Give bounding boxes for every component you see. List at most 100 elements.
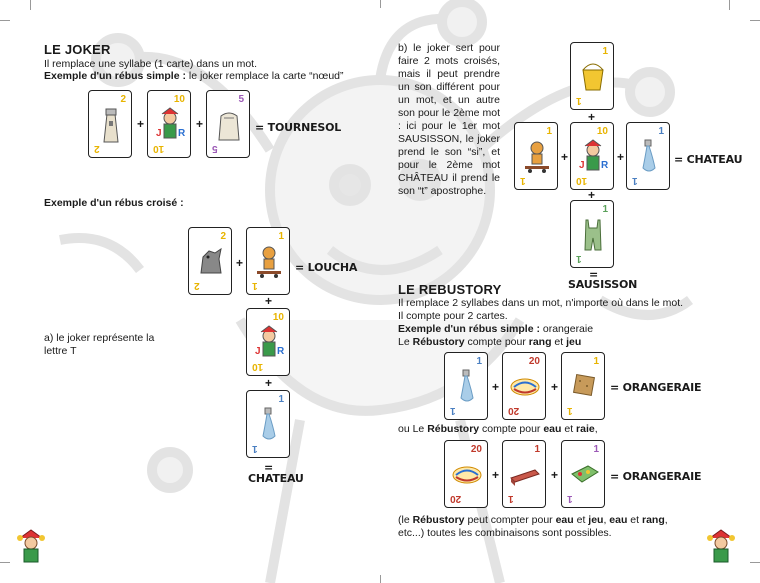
crop-mark <box>380 0 381 8</box>
card-game-board: 1 1 <box>561 440 605 508</box>
example2-result: = ORANGERAIE <box>610 381 702 394</box>
text-run: eau <box>609 514 628 526</box>
cat-skateboard-icon <box>525 141 549 173</box>
rebustory-logo-icon <box>452 466 482 484</box>
text-run: jeu <box>588 514 604 526</box>
text-run: Rébustory <box>412 514 465 526</box>
card-overalls: 1 1 <box>570 200 614 268</box>
card-joker: 10 10 J R <box>570 122 614 190</box>
card-number-inverted: 1 <box>520 175 526 186</box>
right-col-result-eq: = <box>589 268 599 281</box>
text-run: et <box>573 514 589 526</box>
text-run: jeu <box>566 336 582 348</box>
plus-sign: + <box>551 380 559 394</box>
card-sack: 5 5 <box>206 90 250 158</box>
card-cracker: 1 1 <box>561 352 605 420</box>
text-run: peut compter pour <box>464 514 556 526</box>
svg-text:J: J <box>156 128 162 139</box>
text-run: compte pour <box>479 423 544 435</box>
plus-sign: + <box>196 117 204 131</box>
card-joker: 10 10 J R <box>147 90 191 158</box>
text-run: rang <box>641 514 665 526</box>
row-of-seats-icon <box>510 469 540 486</box>
card-number: 20 <box>470 444 482 455</box>
rebustory-line3-bold: Exemple d'un rébus simple : <box>398 323 540 335</box>
example1-result: = TOURNESOL <box>255 121 342 134</box>
rebustory-title: LE REBUSTORY <box>398 282 502 297</box>
card-cat-skateboard: 1 1 <box>514 122 558 190</box>
crossed-col-result: CHATEAU <box>248 472 304 485</box>
sack-icon <box>218 112 240 141</box>
card-row-of-seats: 1 1 <box>502 440 546 508</box>
text-run: Rébustory <box>412 336 465 348</box>
water-icon <box>642 139 656 172</box>
joker-jester-icon: J R <box>156 107 186 139</box>
joker-line2: Exemple d'un rébus simple : le joker rem… <box>44 70 344 83</box>
text-run: eau <box>555 514 574 526</box>
text-run: Rébustory <box>427 423 480 435</box>
text-run: eau <box>543 423 562 435</box>
rebustory-line1: Il remplace 2 syllabes dans un mot, n'im… <box>398 297 684 309</box>
rebustory-line3: Exemple d'un rébus simple : orangeraie <box>398 323 593 336</box>
svg-text:R: R <box>277 346 285 357</box>
crop-mark <box>0 562 10 563</box>
final-line2: etc...) toutes les combinaisons sont pos… <box>398 527 612 539</box>
card-number: 5 <box>238 94 244 105</box>
card-water: 1 1 <box>246 390 290 458</box>
crop-mark <box>750 562 760 563</box>
joker-line2-bold: Exemple d'un rébus simple : <box>44 70 186 82</box>
rebustory-line3-rest: orangeraie <box>539 323 594 335</box>
card-wolf: 2 2 <box>188 227 232 295</box>
plus-sign: + <box>588 110 596 124</box>
joker-line2-rest: le joker remplace la carte “nœud” <box>185 70 344 82</box>
text-run: raie <box>576 423 595 435</box>
note-b: b) le joker sert pour faire 2 mots crois… <box>398 42 500 197</box>
rebustory-line2: Il compte pour 2 cartes. <box>398 310 508 322</box>
card-number-inverted: 1 <box>576 253 582 264</box>
wolf-icon <box>200 247 222 274</box>
card-rebustory: 20 20 <box>502 352 546 420</box>
example3-result: = ORANGERAIE <box>610 470 702 483</box>
crossed-row-result: = LOUCHA <box>295 261 358 274</box>
text-run: , <box>603 514 610 526</box>
bucket-icon <box>582 63 604 91</box>
card-number: 1 <box>593 444 599 455</box>
plus-sign: + <box>137 117 145 131</box>
card-number-inverted: 1 <box>252 443 258 454</box>
card-number: 1 <box>278 231 284 242</box>
text-run: compte pour <box>464 336 529 348</box>
card-number: 10 <box>272 312 284 323</box>
card-number: 1 <box>534 444 540 455</box>
crop-mark <box>0 20 10 21</box>
card-cat-skateboard: 1 1 <box>246 227 290 295</box>
crossed-example-title: Exemple d'un rébus croisé : <box>44 197 184 209</box>
card-number-inverted: 20 <box>508 405 520 416</box>
card-number: 2 <box>220 231 226 242</box>
card-rebustory: 20 20 <box>444 440 488 508</box>
text-run: et <box>561 423 577 435</box>
jester-corner-icon <box>707 529 735 563</box>
card-number-inverted: 20 <box>450 493 462 504</box>
crop-mark <box>750 20 760 21</box>
cracker-icon <box>572 373 596 397</box>
card-number: 1 <box>658 126 664 137</box>
text-run: ou Le <box>398 423 428 435</box>
text-run: , <box>664 514 668 526</box>
card-number-inverted: 10 <box>576 175 588 186</box>
water-icon <box>262 407 276 440</box>
text-run: rang <box>528 336 552 348</box>
plus-sign: + <box>265 376 273 390</box>
card-water: 1 1 <box>444 352 488 420</box>
crop-mark <box>729 0 730 10</box>
card-number-inverted: 2 <box>94 143 100 154</box>
overalls-icon <box>584 219 602 251</box>
card-number-inverted: 1 <box>632 175 638 186</box>
card-water: 1 1 <box>626 122 670 190</box>
text-run: et <box>551 336 567 348</box>
card-number: 1 <box>278 394 284 405</box>
crossed-col-result-eq: = <box>264 461 274 474</box>
plus-sign: + <box>588 188 596 202</box>
joker-title: LE JOKER <box>44 42 111 57</box>
text-run: et <box>627 514 642 526</box>
